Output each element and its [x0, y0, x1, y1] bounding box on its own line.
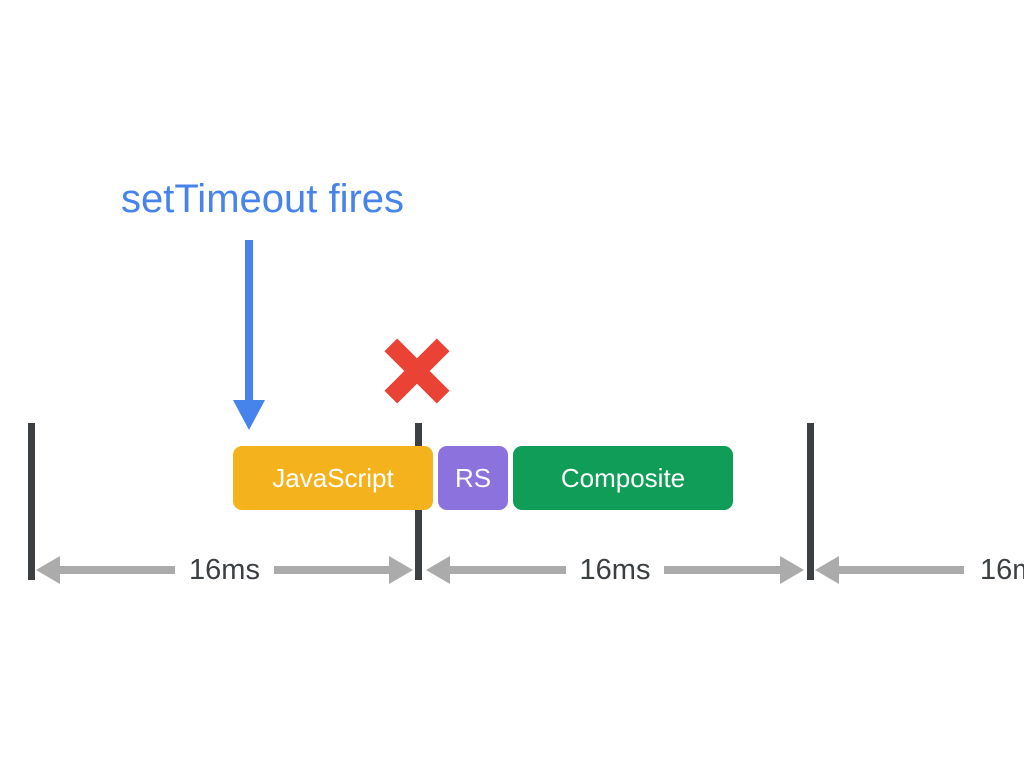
settimeout-fires-label: setTimeout fires [121, 177, 405, 221]
frame-duration-label-2: 16ms [579, 553, 651, 586]
frame-duration-arrow-2: 16ms [426, 553, 805, 586]
frame-boundary-line-3 [807, 423, 814, 580]
task-bar-javascript-label: JavaScript [272, 462, 394, 493]
settimeout-arrowhead [233, 400, 265, 430]
task-bar-rs-label: RS [454, 462, 492, 493]
settimeout-arrow-icon [233, 240, 265, 430]
task-bar-javascript: JavaScript [233, 446, 433, 510]
frame-boundary-line-1 [28, 423, 35, 580]
settimeout-arrow-shaft [245, 240, 253, 403]
frame-duration-label-3: 16ms [980, 553, 1024, 586]
task-bar-composite-label: Composite [560, 462, 686, 493]
arrowhead-left-icon [36, 556, 60, 584]
frame-duration-arrow-1: 16ms [36, 553, 414, 586]
arrowhead-left-icon [426, 556, 450, 584]
arrowhead-left-icon [815, 556, 839, 584]
frame-duration-arrow-3: 16ms [815, 553, 1024, 586]
task-bar-composite: Composite [513, 446, 733, 510]
missed-frame-x-icon [384, 338, 450, 404]
arrowhead-right-icon [780, 556, 805, 584]
arrowhead-right-icon [389, 556, 414, 584]
task-bar-rs: RS [438, 446, 508, 510]
frame-duration-label-1: 16ms [189, 553, 260, 586]
